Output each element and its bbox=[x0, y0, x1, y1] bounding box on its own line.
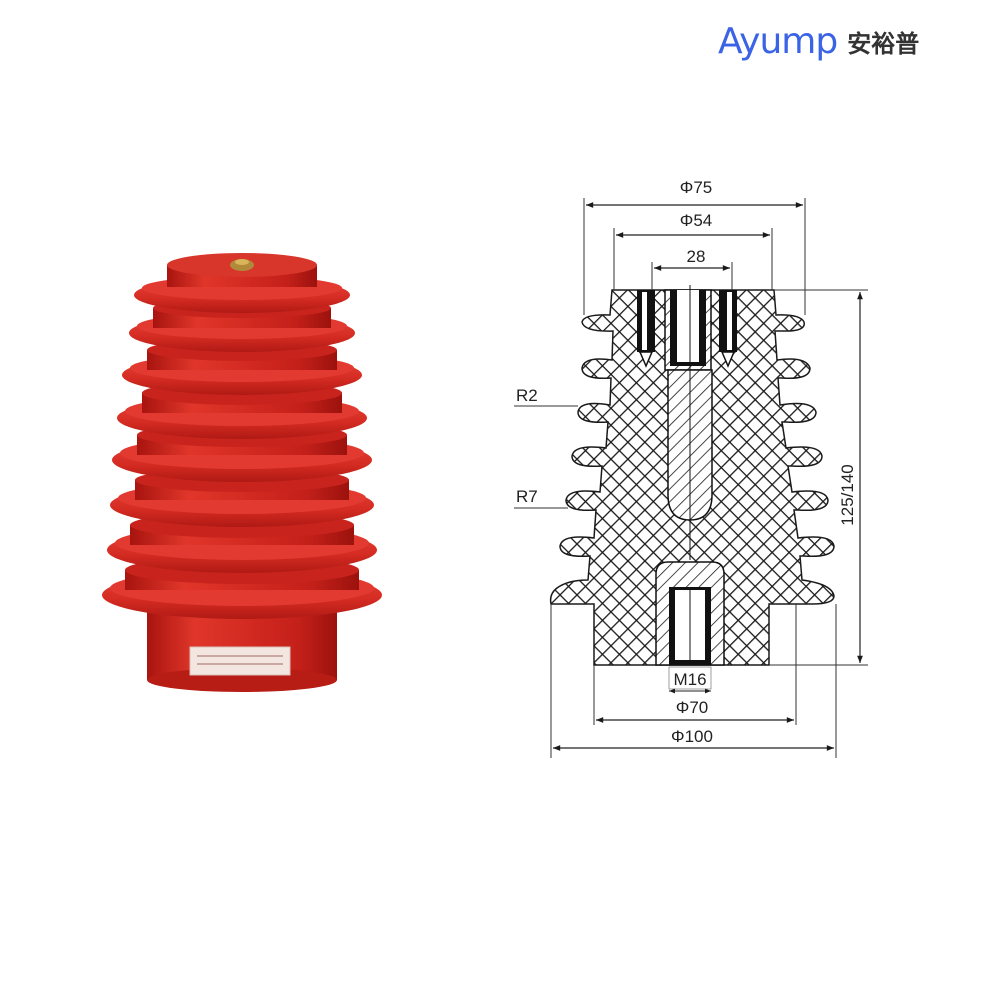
technical-drawing: Φ75 Φ54 28 125/140 R2 R7 M16 Φ70 Φ100 bbox=[500, 160, 890, 780]
brand-name-en: Ayump bbox=[718, 21, 838, 62]
radius-label-r7: R7 bbox=[516, 487, 538, 506]
dim-top-inner-diameter: Φ54 bbox=[680, 211, 712, 230]
product-label-sticker bbox=[189, 646, 291, 676]
dim-top-outer-diameter: Φ75 bbox=[680, 178, 712, 197]
brand-name-cn: 安裕普 bbox=[847, 30, 920, 58]
dim-insert-spacing: 28 bbox=[687, 247, 706, 266]
dim-bottom-thread: M16 bbox=[673, 670, 706, 689]
radius-label-r2: R2 bbox=[516, 386, 538, 405]
brand-logo: Ayump 安裕普 bbox=[718, 20, 919, 64]
insulator-photo bbox=[95, 240, 385, 700]
dim-flange-diameter: Φ100 bbox=[671, 727, 713, 746]
dim-base-diameter: Φ70 bbox=[676, 698, 708, 717]
dim-height: 125/140 bbox=[838, 464, 857, 525]
